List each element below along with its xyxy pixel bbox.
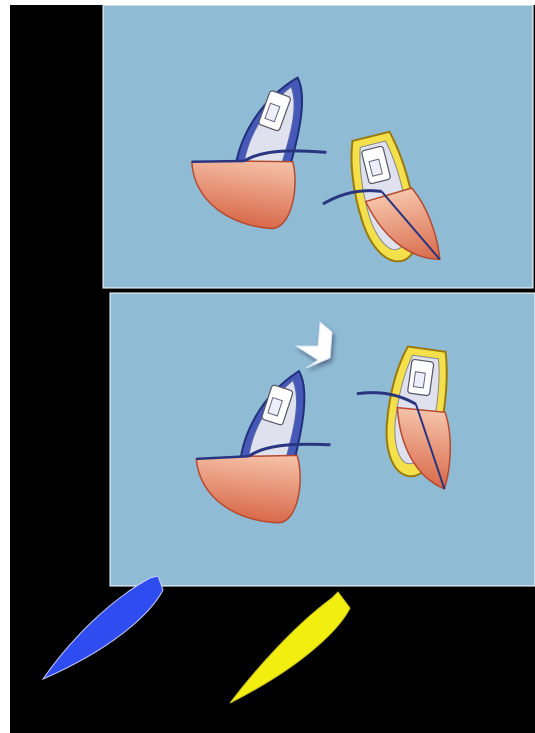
panel-top xyxy=(103,5,533,288)
panel-middle xyxy=(110,293,535,586)
